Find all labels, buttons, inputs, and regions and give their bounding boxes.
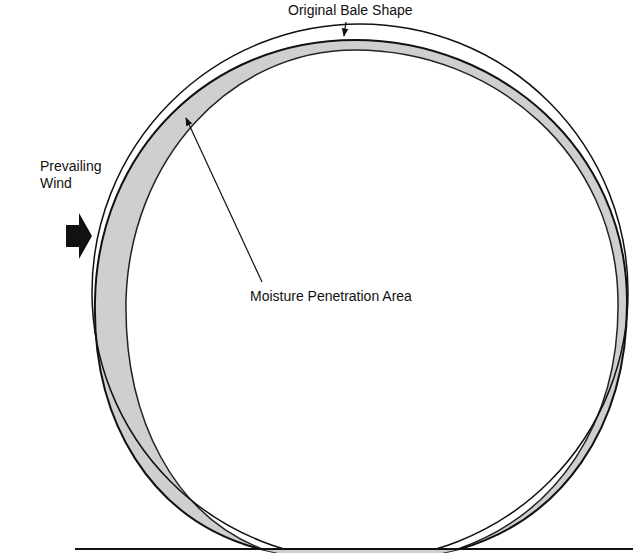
- bale-outline: [95, 40, 627, 549]
- part-label: Original Bale Shape: [288, 2, 413, 19]
- moisture-band: [95, 40, 627, 549]
- wind-label: Prevailing Wind: [40, 158, 106, 192]
- band-inner-line: [126, 50, 618, 549]
- wind-arrow: [66, 213, 92, 259]
- part-label: Moisture Penetration Area: [250, 288, 412, 305]
- leader-line: [186, 118, 262, 282]
- original-shape-circle: [92, 24, 628, 549]
- ground-line: [75, 548, 633, 550]
- leader-line: [344, 22, 346, 36]
